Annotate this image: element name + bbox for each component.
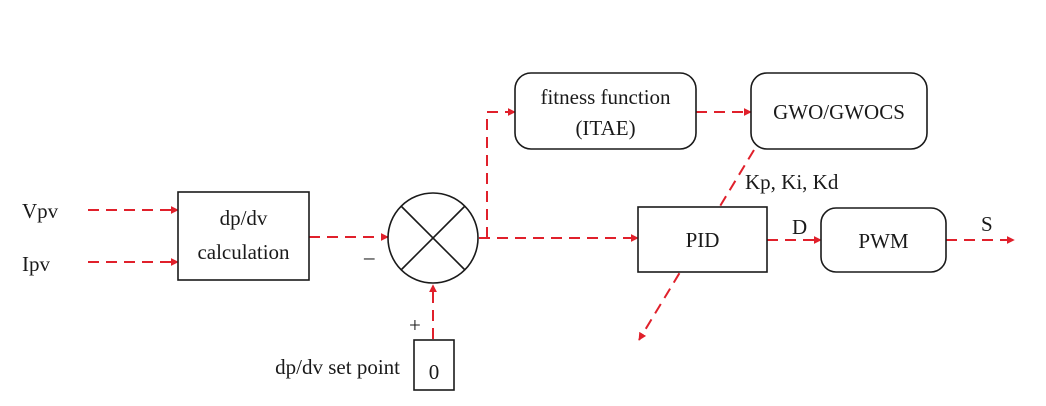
dpdv-calculation-line2: calculation xyxy=(197,240,290,264)
dpdv-calculation-block: dp/dv calculation xyxy=(177,191,310,281)
setpoint-block: 0 xyxy=(413,339,455,391)
summing-junction xyxy=(387,192,479,284)
gwo-box xyxy=(750,72,928,150)
vpv-label: Vpv xyxy=(22,199,59,223)
setpoint-box xyxy=(413,339,455,391)
pid-label: PID xyxy=(686,228,720,252)
dpdv-calculation-line1: dp/dv xyxy=(220,206,268,230)
dpdv-calculation-box xyxy=(177,191,310,281)
fitness-function-line2: (ITAE) xyxy=(575,116,635,140)
minus-sign: – xyxy=(363,245,375,269)
fitness-function-box xyxy=(514,72,697,150)
pid-block: PID xyxy=(637,206,768,273)
ipv-label: Ipv xyxy=(22,252,50,276)
gwo-label: GWO/GWOCS xyxy=(773,100,905,124)
plus-sign: + xyxy=(409,313,421,337)
setpoint-value: 0 xyxy=(429,360,440,384)
pwm-block: PWM xyxy=(820,207,947,273)
duty-label: D xyxy=(792,215,807,239)
error-to-fitness-arrow xyxy=(486,108,516,238)
setpoint-label: dp/dv set point xyxy=(275,355,400,379)
gwo-block: GWO/GWOCS xyxy=(750,72,928,150)
pwm-label: PWM xyxy=(858,229,909,253)
gains-label: Kp, Ki, Kd xyxy=(745,170,839,194)
pwm-box xyxy=(820,207,947,273)
summing-junction-cross-b xyxy=(400,205,466,271)
fitness-function-line1: fitness function xyxy=(540,85,671,109)
switch-label: S xyxy=(981,212,993,236)
pid-box xyxy=(637,206,768,273)
fitness-function-block: fitness function (ITAE) xyxy=(514,72,697,150)
